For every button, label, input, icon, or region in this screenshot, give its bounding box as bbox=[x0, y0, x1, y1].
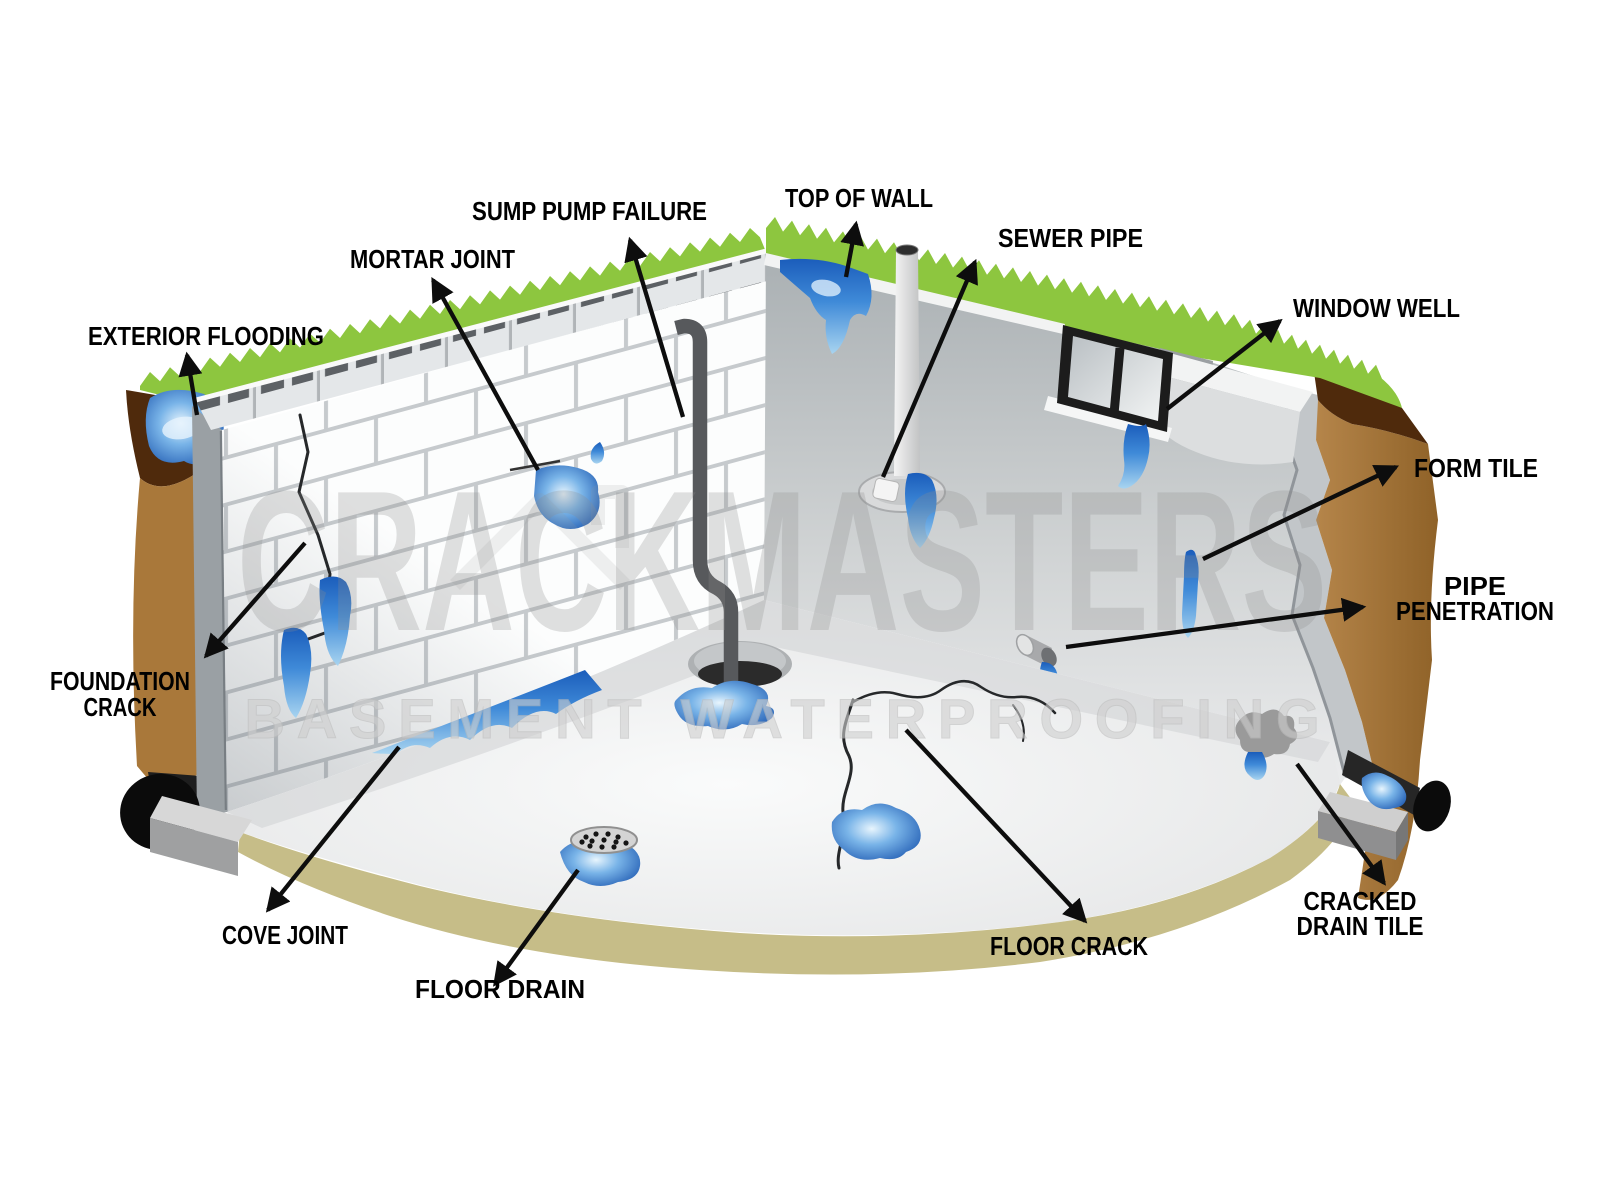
arrow-cracked-drain-tile bbox=[1295, 762, 1386, 886]
label-sewer-pipe: SEWER PIPE bbox=[998, 223, 1143, 253]
arrow-sump-pump-failure bbox=[624, 236, 686, 418]
label-sump-pump-failure: SUMP PUMP FAILURE bbox=[472, 196, 707, 226]
cove-joint-water bbox=[372, 670, 602, 754]
window-leak-water bbox=[1118, 424, 1150, 489]
arrow-sewer-pipe bbox=[881, 258, 978, 478]
cinder-block-top bbox=[196, 252, 771, 430]
label-foundation-crack-1: FOUNDATION bbox=[50, 666, 190, 696]
window-well-assembly bbox=[1044, 325, 1313, 489]
callout-labels: EXTERIOR FLOODING MORTAR JOINT SUMP PUMP… bbox=[50, 183, 1554, 1004]
label-floor-crack: FLOOR CRACK bbox=[990, 931, 1148, 961]
callout-arrows bbox=[178, 220, 1400, 987]
arrow-window-well bbox=[1165, 318, 1283, 411]
label-cove-joint: COVE JOINT bbox=[222, 920, 348, 950]
label-pipe-penetration-2: PENETRATION bbox=[1396, 596, 1554, 626]
floor-drain bbox=[560, 826, 641, 886]
label-mortar-joint: MORTAR JOINT bbox=[350, 244, 515, 274]
right-soil-cross-section bbox=[1314, 372, 1438, 900]
arrow-mortar-joint bbox=[431, 277, 540, 472]
window-well-cap bbox=[1153, 352, 1313, 412]
right-footing-drain-tile bbox=[1318, 750, 1451, 860]
window-well-front bbox=[1153, 373, 1300, 465]
sewer-pipe bbox=[858, 244, 946, 548]
footing-water-splash bbox=[1361, 772, 1407, 810]
arrow-floor-drain bbox=[493, 868, 580, 987]
label-window-well: WINDOW WELL bbox=[1293, 293, 1460, 323]
label-cracked-drain-tile-2: DRAIN TILE bbox=[1297, 911, 1424, 941]
drain-tile-pipe-right bbox=[1413, 780, 1451, 832]
label-form-tile: FORM TILE bbox=[1414, 453, 1538, 483]
foundation-crack bbox=[281, 413, 352, 718]
label-foundation-crack-2: CRACK bbox=[84, 692, 157, 722]
left-footing-drain-tile bbox=[120, 773, 252, 876]
left-wall-end-face bbox=[192, 406, 227, 818]
right-wall-cut-band bbox=[1283, 388, 1376, 780]
top-of-wall-stain bbox=[780, 258, 872, 354]
arrow-pipe-penetration bbox=[1065, 597, 1367, 650]
sump-pit bbox=[688, 641, 792, 687]
label-floor-drain: FLOOR DRAIN bbox=[415, 974, 585, 1004]
basement-floor bbox=[227, 600, 1352, 975]
arrow-floor-crack bbox=[904, 728, 1088, 924]
label-top-of-wall: TOP OF WALL bbox=[785, 183, 933, 213]
gravel-edge bbox=[238, 784, 1352, 975]
watermark-house-icon bbox=[450, 485, 630, 590]
form-tile-stain bbox=[1182, 549, 1199, 638]
floor-crack bbox=[831, 680, 1057, 870]
label-exterior-flooding: EXTERIOR FLOODING bbox=[88, 321, 324, 351]
label-cracked-drain-tile-1: CRACKED bbox=[1304, 886, 1417, 916]
sewer-pipe-opening bbox=[895, 244, 919, 256]
label-pipe-penetration-1: PIPE bbox=[1444, 571, 1506, 601]
arrow-cove-joint bbox=[265, 745, 401, 913]
mortar-joint-stain bbox=[509, 442, 605, 529]
sump-overflow-puddle bbox=[674, 680, 774, 730]
arrow-form-tile bbox=[1202, 465, 1400, 561]
left-block-wall bbox=[192, 248, 771, 818]
window-mullion bbox=[1109, 347, 1125, 415]
arrow-exterior-flooding bbox=[178, 351, 203, 416]
sump-pump-pipe bbox=[674, 318, 739, 686]
sewer-pipe-leak bbox=[905, 472, 937, 548]
cracked-drain-tile-spot bbox=[1235, 709, 1298, 780]
watermark-brand: CRACKMASTERS bbox=[237, 450, 1327, 673]
arrow-foundation-crack bbox=[203, 541, 307, 659]
arrow-top-of-wall bbox=[840, 220, 864, 278]
